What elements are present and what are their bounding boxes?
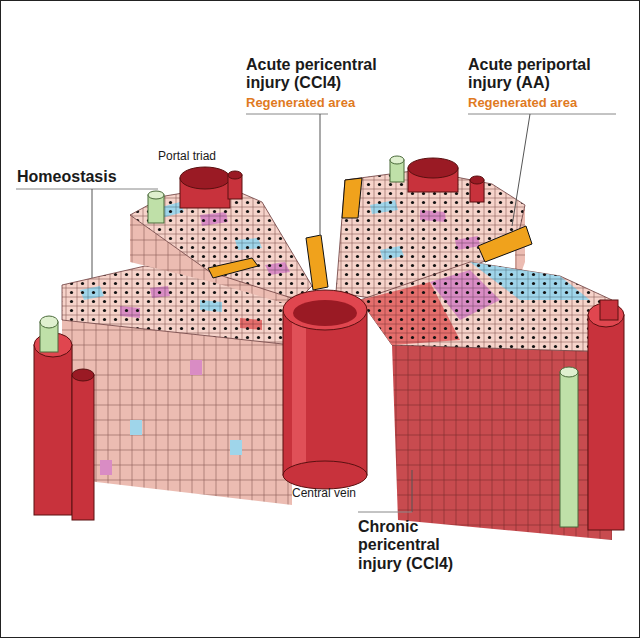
region-label: Regenerated area xyxy=(246,96,396,111)
structure-label: Central vein xyxy=(292,487,392,501)
panel-title: Acute periportal injury (AA) xyxy=(468,56,618,93)
region-label: Regenerated area xyxy=(468,96,618,111)
panel-title: Chronic pericentral injury (CCl4) xyxy=(358,518,473,573)
panel-title: Homeostasis xyxy=(17,168,167,186)
panel-title: Acute pericentral injury (CCl4) xyxy=(246,56,396,93)
structure-label: Portal triad xyxy=(158,150,258,164)
